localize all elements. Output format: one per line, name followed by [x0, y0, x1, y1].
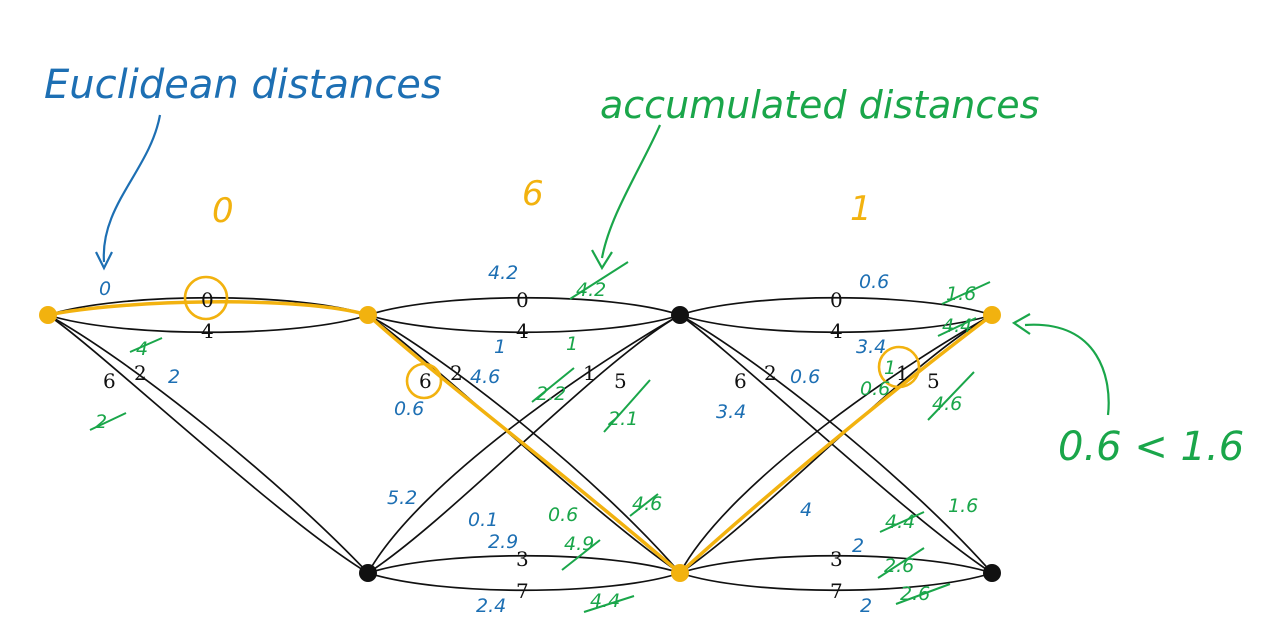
euclidean-value: 2.4 — [476, 595, 506, 617]
edge-label: 2 — [450, 361, 463, 385]
euclidean-value: 4.6 — [470, 366, 500, 388]
accumulated-value: 4.9 — [564, 533, 594, 555]
euclidean-value: 1 — [494, 336, 506, 358]
edge-label: 0 — [516, 288, 529, 312]
edge-label: 5 — [927, 369, 940, 393]
accumulated-value: 4.2 — [576, 279, 606, 301]
strike-marks — [89, 261, 991, 613]
euclidean-value: 4.2 — [488, 262, 518, 284]
arrow-comparison — [1011, 313, 1110, 416]
stage-value-2: 1 — [850, 189, 872, 229]
arrow-accumulated — [591, 124, 662, 271]
edge-label: 0 — [830, 288, 843, 312]
accumulated-value: 2.2 — [536, 383, 566, 405]
stage-value-1: 6 — [522, 174, 544, 214]
edge-label: 6 — [103, 369, 116, 393]
accumulated-title: accumulated distances — [600, 83, 1039, 127]
comparison-note: 0.6 < 1.6 — [1058, 424, 1244, 470]
stage-value-0: 0 — [212, 191, 234, 231]
accumulated-value: 2 — [95, 411, 107, 433]
edge-label: 1 — [896, 361, 909, 385]
edge-label: 0 — [201, 288, 214, 312]
edge-label: 6 — [419, 369, 432, 393]
accumulated-value: 4.4 — [590, 590, 620, 612]
edge-label: 2 — [764, 361, 777, 385]
edge-label: 4 — [201, 319, 214, 343]
euclidean-title: Euclidean distances — [44, 62, 442, 108]
accumulated-value: 1.6 — [948, 495, 978, 517]
edge-label: 3 — [830, 547, 843, 571]
accumulated-annotations: 4 2 4.2 1 2.2 2.1 0.6 4.9 4.4 4.6 1.6 4.… — [95, 279, 978, 612]
arrow-euclidean — [95, 114, 162, 271]
accumulated-value: 2.1 — [608, 408, 638, 430]
euclidean-value: 2 — [168, 366, 180, 388]
euclidean-value: 0.6 — [394, 398, 424, 420]
edge-label: 1 — [583, 361, 596, 385]
edge-label: 3 — [516, 547, 529, 571]
accumulated-value: 2.6 — [884, 555, 914, 577]
edge-label: 7 — [830, 579, 843, 603]
accumulated-value: 1 — [566, 333, 578, 355]
euclidean-value: 0 — [99, 278, 111, 300]
edge-labels: 0 4 6 2 0 4 6 2 1 5 3 7 0 4 6 2 1 5 3 7 — [103, 288, 940, 603]
accumulated-value: 1 — [884, 357, 896, 379]
euclidean-value: 3.4 — [856, 336, 886, 358]
edge-label: 2 — [134, 361, 147, 385]
euclidean-value: 3.4 — [716, 401, 746, 423]
accumulated-value: 0.6 — [860, 378, 890, 400]
euclidean-value: 5.2 — [387, 487, 417, 509]
euclidean-value: 2 — [860, 595, 872, 617]
euclidean-value: 2.9 — [488, 531, 518, 553]
accumulated-value: 4.6 — [932, 393, 962, 415]
euclidean-value: 0.1 — [468, 509, 498, 531]
euclidean-value: 4 — [800, 499, 812, 521]
euclidean-value: 0.6 — [790, 366, 820, 388]
edge-label: 4 — [830, 319, 843, 343]
edge-label: 4 — [516, 319, 529, 343]
optimal-path — [46, 275, 994, 575]
euclidean-value: 0.6 — [859, 271, 889, 293]
edge-label: 7 — [516, 579, 529, 603]
accumulated-value: 4 — [136, 338, 148, 360]
accumulated-value: 0.6 — [548, 504, 578, 526]
edge-label: 5 — [614, 369, 627, 393]
accumulated-value: 1.6 — [946, 283, 976, 305]
euclidean-annotations: 0 2 4.2 1 0.6 4.6 5.2 0.1 2.9 2.4 0.6 3.… — [99, 262, 889, 617]
nodes — [39, 306, 1001, 582]
euclidean-value: 2 — [852, 535, 864, 557]
edge-label: 6 — [734, 369, 747, 393]
